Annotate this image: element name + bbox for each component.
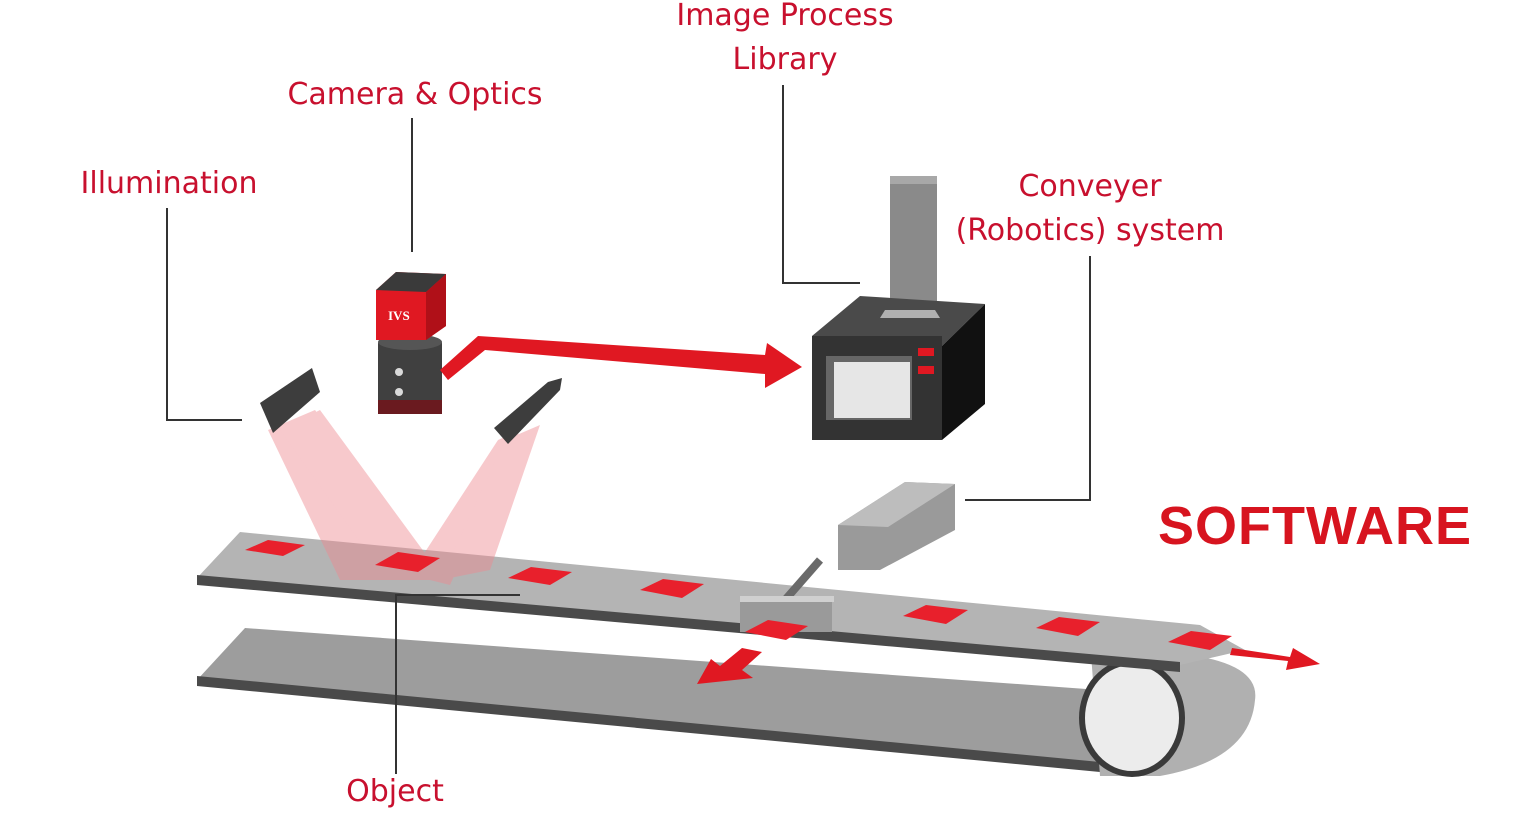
- light-beam-right-1: [410, 430, 520, 585]
- data-arrow: [440, 336, 802, 388]
- leader-lines: [166, 85, 1091, 774]
- label-image-process-library: Image Process Library: [640, 0, 930, 82]
- leader-conveyer: [965, 256, 1091, 501]
- label-illumination: Illumination: [80, 166, 258, 201]
- conveyor-roller: [1079, 659, 1185, 777]
- object-1: [245, 540, 305, 556]
- label-camera-optics: Camera & Optics: [287, 77, 543, 112]
- camera-logo: IVS: [388, 308, 410, 323]
- conveyor-lower-belt: [197, 628, 1100, 770]
- light-beam-left-2: [280, 410, 430, 570]
- leader-object: [395, 594, 520, 774]
- conveyor-upper-belt: [197, 532, 1245, 665]
- light-beam-right-2: [440, 425, 540, 580]
- object-3: [508, 567, 572, 585]
- label-line: Image Process: [676, 0, 894, 33]
- label-object: Object: [346, 774, 444, 809]
- software-title: SOFTWARE: [1158, 496, 1472, 556]
- leader-image-process: [782, 85, 860, 284]
- reject-arrow: [697, 648, 762, 684]
- object-7: [1168, 631, 1232, 650]
- label-conveyer-system: Conveyer (Robotics) system: [940, 165, 1240, 253]
- camera: IVS: [376, 272, 446, 414]
- object-4: [640, 579, 704, 598]
- object-2: [375, 552, 440, 572]
- object-6: [1036, 617, 1100, 636]
- illuminator-right: [494, 378, 562, 444]
- conveyor-lower-belt-edge: [197, 676, 1100, 772]
- exit-arrow: [1230, 648, 1320, 670]
- label-line: (Robotics) system: [955, 213, 1225, 248]
- label-line: Library: [732, 42, 838, 77]
- light-beam-left-1: [268, 410, 440, 580]
- conveyor-upper-belt-edge: [197, 575, 1180, 672]
- pushed-object: [745, 620, 808, 640]
- label-line: Conveyer: [1018, 169, 1162, 204]
- image-processor: [812, 176, 985, 440]
- leader-illumination: [166, 208, 242, 421]
- illuminator-left: [260, 368, 320, 433]
- light-beams: [268, 410, 540, 585]
- belt-objects: [245, 540, 1232, 650]
- object-5: [903, 605, 968, 624]
- robotic-pusher: [740, 482, 955, 640]
